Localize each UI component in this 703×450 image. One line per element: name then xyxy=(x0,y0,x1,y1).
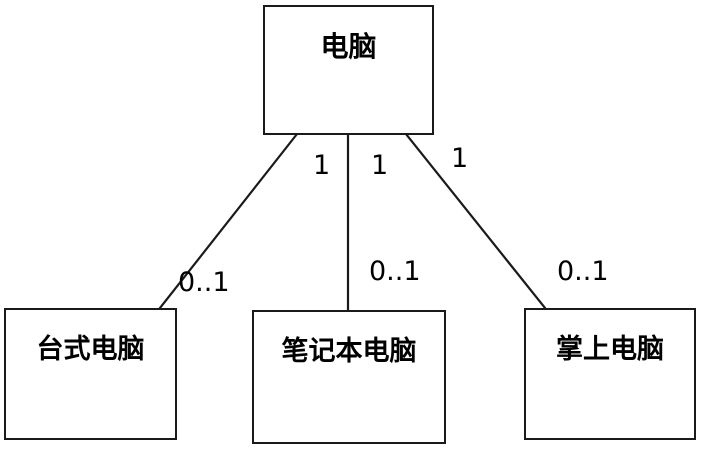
multiplicity-source-desktop: 1 xyxy=(313,150,331,181)
multiplicity-source-laptop: 1 xyxy=(371,150,389,181)
multiplicity-target-palmtop: 0..1 xyxy=(557,256,609,287)
class-name-desktop: 台式电脑 xyxy=(36,334,145,365)
class-box-palmtop[interactable]: 掌上电脑 xyxy=(524,308,696,440)
class-box-laptop[interactable]: 笔记本电脑 xyxy=(252,310,446,444)
class-name-parent: 电脑 xyxy=(320,30,377,63)
multiplicity-target-desktop: 0..1 xyxy=(178,267,230,298)
multiplicity-source-palmtop: 1 xyxy=(451,143,469,174)
multiplicity-target-laptop: 0..1 xyxy=(369,256,421,287)
class-name-laptop: 笔记本电脑 xyxy=(281,336,417,367)
class-name-palmtop: 掌上电脑 xyxy=(556,334,664,365)
class-box-desktop[interactable]: 台式电脑 xyxy=(4,308,177,440)
class-box-parent[interactable]: 电脑 xyxy=(263,5,434,135)
connector-parent-to-palmtop xyxy=(404,132,547,310)
